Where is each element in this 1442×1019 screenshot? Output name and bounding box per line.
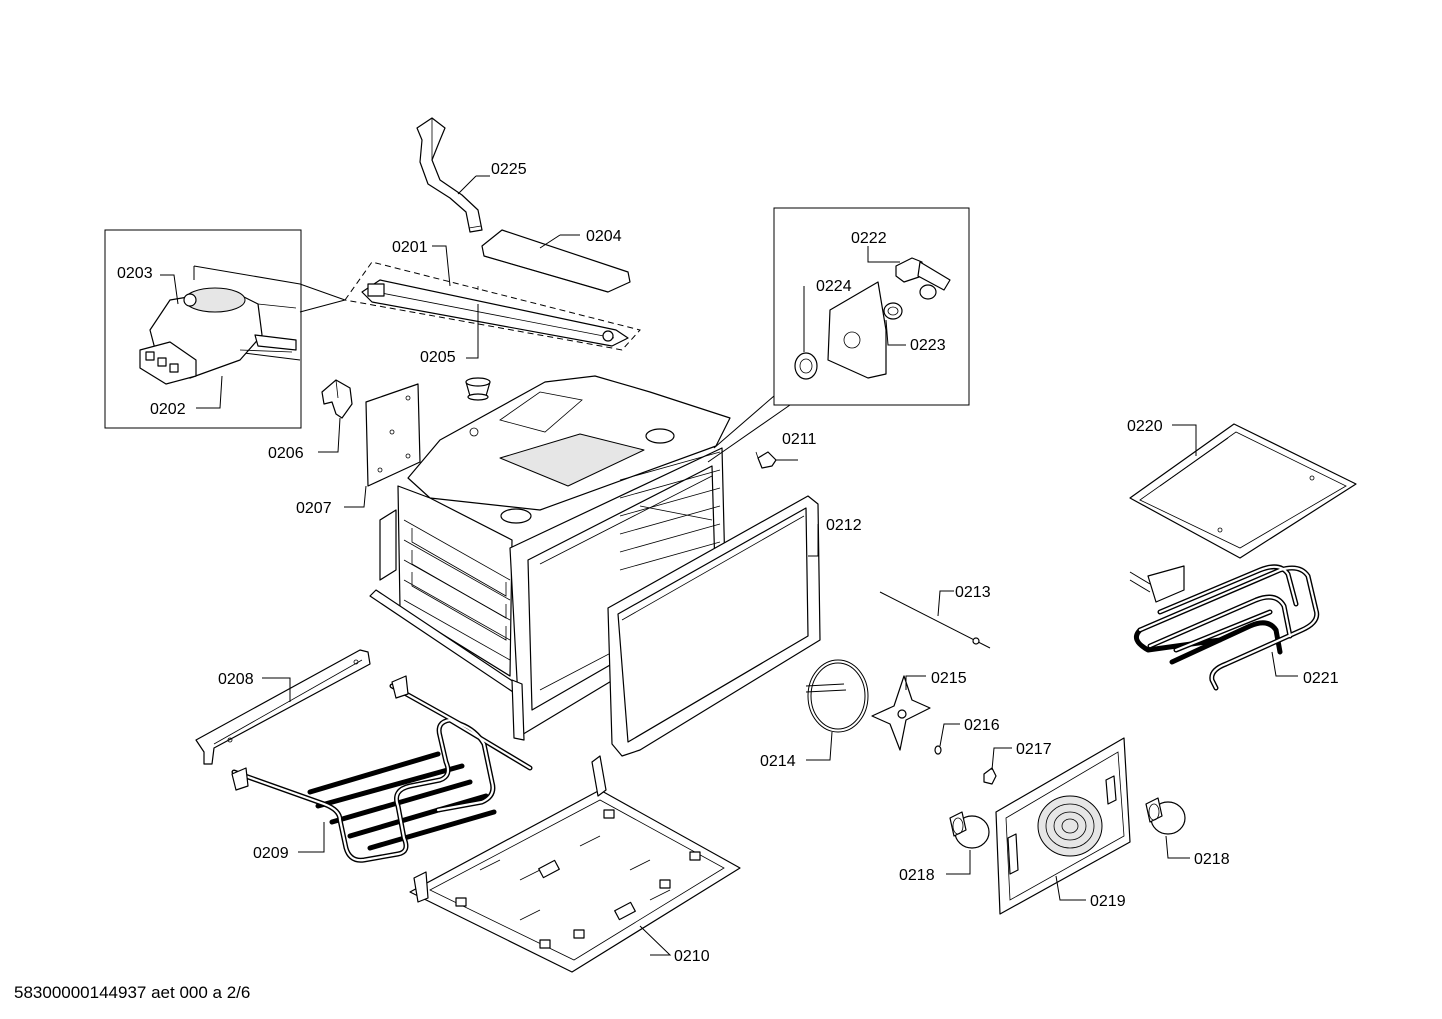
clip-part[interactable]	[321, 379, 353, 419]
fan-motor-part[interactable]	[139, 287, 297, 385]
label-0208: 0208	[218, 671, 254, 688]
label-0223: 0223	[910, 337, 946, 354]
cap-part[interactable]	[983, 767, 997, 785]
label-0213: 0213	[955, 584, 991, 601]
plate-part[interactable]	[365, 383, 421, 487]
top-shelf-part[interactable]	[1129, 423, 1357, 559]
label-0204: 0204	[586, 228, 622, 245]
top-heater-part[interactable]	[1129, 564, 1320, 691]
lamp-right-part[interactable]	[1145, 797, 1186, 835]
grommet-part[interactable]	[465, 377, 491, 401]
label-0218-right: 0218	[1194, 851, 1230, 868]
ring-heater-part[interactable]	[805, 659, 869, 733]
label-0220: 0220	[1127, 418, 1163, 435]
label-0210: 0210	[674, 948, 710, 965]
label-0211: 0211	[782, 431, 817, 448]
label-0214: 0214	[760, 753, 796, 770]
label-0217: 0217	[1016, 741, 1052, 758]
label-0222: 0222	[851, 230, 887, 247]
sensor-rod-part[interactable]	[879, 591, 991, 649]
part-labels: 0225 0204 0201 0222 0203 0224 0223 0205 …	[117, 161, 1339, 965]
rail-assembly-part[interactable]	[344, 261, 641, 351]
sensor-inset-box	[707, 207, 970, 463]
side-rail-part[interactable]	[195, 649, 371, 765]
lamp-left-part[interactable]	[949, 811, 990, 849]
vent-hose-part[interactable]	[416, 117, 483, 233]
label-0219: 0219	[1090, 893, 1126, 910]
connector-part[interactable]	[755, 451, 777, 469]
fan-nut-part[interactable]	[934, 745, 942, 755]
gasket-plate-part[interactable]	[827, 281, 887, 379]
footer-document-id: 58300000144937 aet 000 a 2/6	[14, 983, 250, 1002]
label-0202: 0202	[150, 401, 186, 418]
label-0218-left: 0218	[899, 867, 935, 884]
oven-cavity-part[interactable]	[369, 375, 731, 741]
label-0207: 0207	[296, 500, 332, 517]
label-0225: 0225	[491, 161, 527, 178]
bottom-heater-part[interactable]	[231, 675, 533, 863]
fan-blade-part[interactable]	[871, 675, 931, 751]
label-0203: 0203	[117, 265, 153, 282]
cover-strip-part[interactable]	[481, 229, 631, 293]
label-0224: 0224	[816, 278, 852, 295]
back-panel-part[interactable]	[995, 737, 1131, 915]
label-0221: 0221	[1303, 670, 1339, 687]
label-0205: 0205	[420, 349, 456, 366]
nut-part[interactable]	[794, 352, 818, 380]
motor-inset-box	[104, 229, 346, 429]
leader-lines	[160, 175, 1298, 956]
bottom-panel-part[interactable]	[409, 755, 741, 973]
label-0215: 0215	[931, 670, 967, 687]
label-0216: 0216	[964, 717, 1000, 734]
door-seal-part[interactable]	[607, 495, 821, 757]
label-0201: 0201	[392, 239, 428, 256]
sensor-part[interactable]	[895, 257, 951, 300]
label-0209: 0209	[253, 845, 289, 862]
washer-part[interactable]	[883, 302, 903, 320]
label-0206: 0206	[268, 445, 304, 462]
label-0212: 0212	[826, 517, 862, 534]
